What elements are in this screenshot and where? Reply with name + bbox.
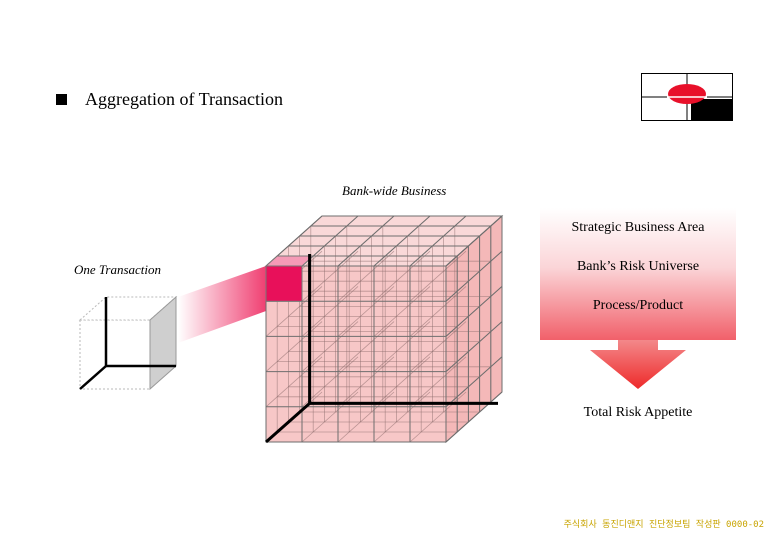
cube-hidden-line	[301, 356, 359, 408]
single-transaction-cube	[78, 295, 178, 391]
cube-grid-line	[445, 356, 503, 408]
cube-grid-line	[445, 215, 503, 267]
single-transaction-label: One Transaction	[74, 262, 162, 277]
highlighted-cell-top	[264, 255, 315, 267]
cube-hidden-line	[409, 356, 467, 408]
cube-grid-line	[445, 286, 503, 337]
cube-hidden-line	[373, 250, 431, 302]
section-heading-row: Aggregation of Transaction	[56, 89, 283, 110]
panel-label-risk-universe: Bank’s Risk Universe	[576, 259, 700, 274]
cube-hidden-line	[409, 250, 467, 302]
cube-hidden-line	[265, 321, 323, 372]
bank-wide-cube	[264, 214, 504, 444]
down-arrow-icon	[590, 340, 686, 389]
page-title: Aggregation of Transaction	[85, 89, 283, 109]
cube-hidden-line	[409, 321, 467, 372]
cube-hidden-line	[301, 391, 359, 443]
cube-grid-line	[445, 250, 503, 302]
total-risk-appetite-label: Total Risk Appetite	[583, 405, 693, 420]
cube-hidden-line	[301, 286, 359, 337]
cube-hidden-line	[373, 391, 431, 443]
cube-hidden-line	[337, 250, 395, 302]
panel-label-process: Process/Product	[592, 298, 684, 313]
cube-hidden-line	[337, 321, 395, 372]
cube-hidden-line	[337, 356, 395, 408]
cube-hidden-line	[409, 391, 467, 443]
transaction-beam	[178, 266, 266, 343]
square-bullet-icon	[56, 94, 67, 105]
cube-hidden-line	[373, 286, 431, 337]
cube-hidden-line	[337, 391, 395, 443]
cube-grid-line	[337, 215, 395, 267]
cube-grid-line	[445, 321, 503, 372]
cube-hidden-line	[301, 321, 359, 372]
panel-label-strategic: Strategic Business Area	[571, 220, 705, 235]
cube-depth-axis	[265, 402, 311, 444]
cube-grid-line	[445, 391, 503, 443]
cube-hidden-line	[373, 321, 431, 372]
cube-hidden-line	[265, 356, 323, 408]
cube-hidden-line	[301, 250, 359, 302]
cube-grid-line	[409, 215, 467, 267]
cube-hidden-line	[409, 286, 467, 337]
cube-hidden-line	[337, 286, 395, 337]
cube-grid-line	[373, 215, 431, 267]
cube-hidden-line	[373, 356, 431, 408]
cube-hidden-line	[265, 286, 323, 337]
footer-text: 주식회사 동진디앤지 진단정보팀 작성판 0000-02	[563, 520, 764, 530]
risk-panel-box	[540, 208, 736, 340]
cube-label: Bank-wide Business	[342, 183, 447, 198]
company-logo-icon	[641, 73, 733, 121]
